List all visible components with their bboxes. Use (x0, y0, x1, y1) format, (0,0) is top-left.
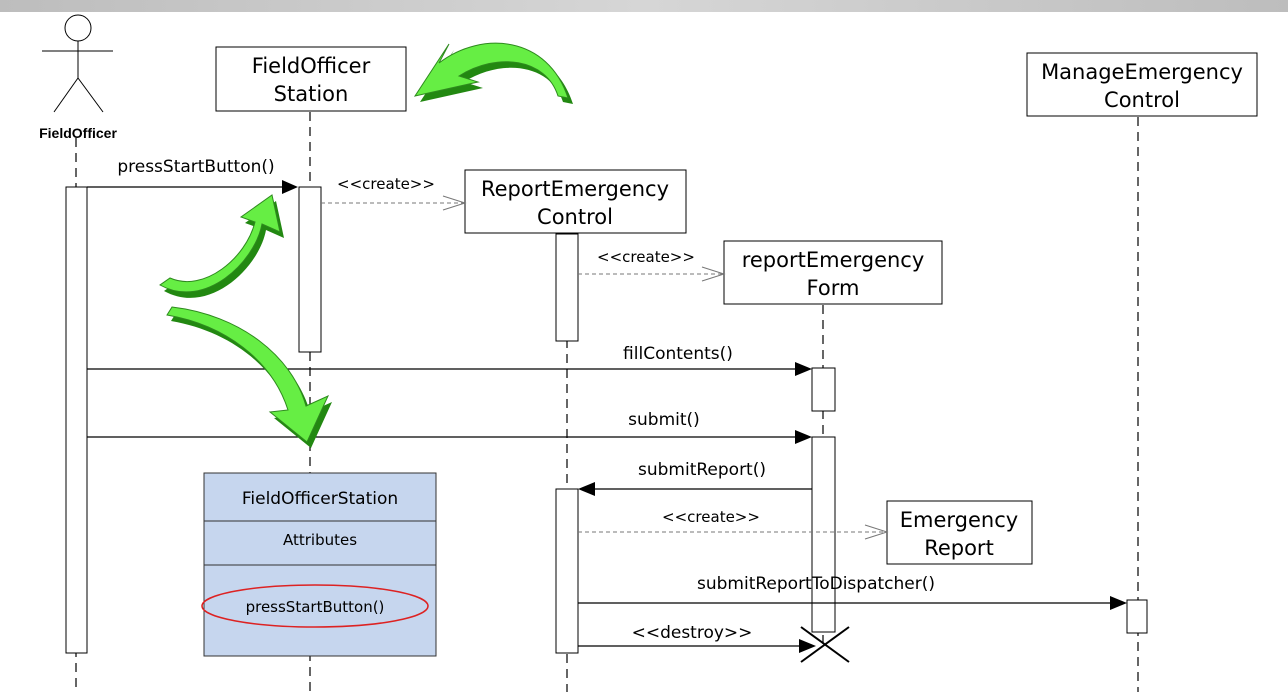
message-submit-to-dispatcher-label: submitReportToDispatcher() (697, 574, 935, 594)
message-fill-contents-label: fillContents() (623, 344, 733, 364)
object-manage-emergency-control-line2: Control (1104, 88, 1180, 112)
activation-form-2 (811, 436, 836, 633)
green-arrow-to-activation-icon (159, 194, 284, 298)
activation-form-1 (811, 367, 836, 412)
class-attributes-label: Attributes (283, 531, 357, 549)
message-create-report: <<create>> (578, 508, 889, 540)
green-arrow-to-class-box-icon (166, 306, 332, 448)
message-create-control-label: <<create>> (337, 175, 435, 193)
object-emergency-report[interactable]: Emergency Report (886, 500, 1033, 565)
message-submit: submit() (87, 410, 812, 444)
top-bar (0, 0, 1288, 12)
actor-head (64, 14, 92, 42)
message-submit-label: submit() (628, 410, 700, 430)
object-field-officer-station-line1: FieldOfficer (252, 54, 371, 78)
message-destroy: <<destroy>> (578, 623, 816, 653)
object-report-emergency-form-line2: Form (807, 276, 860, 300)
message-press-start-button: pressStartButton() (87, 157, 298, 194)
class-name: FieldOfficerStation (242, 489, 398, 509)
activation-report-control-2 (555, 488, 579, 654)
green-arrow-to-station-box-icon (413, 42, 573, 104)
object-field-officer-station-line2: Station (274, 82, 349, 106)
object-report-emergency-control[interactable]: ReportEmergency Control (464, 169, 687, 234)
object-report-emergency-control-line2: Control (537, 205, 613, 229)
destroy-x-icon (800, 626, 850, 663)
message-submit-report-label: submitReport() (638, 460, 766, 480)
object-report-emergency-control-line1: ReportEmergency (481, 177, 669, 201)
activation-report-control-1 (555, 233, 579, 342)
object-emergency-report-line1: Emergency (900, 508, 1018, 532)
activation-field-officer (65, 186, 88, 654)
message-fill-contents: fillContents() (87, 344, 812, 376)
message-submit-to-dispatcher: submitReportToDispatcher() (578, 574, 1127, 610)
operation-highlight (201, 584, 429, 628)
activation-field-officer-station (298, 186, 322, 353)
object-emergency-report-line2: Report (924, 536, 994, 560)
class-operation[interactable]: pressStartButton() (246, 598, 385, 616)
object-report-emergency-form[interactable]: reportEmergency Form (723, 240, 943, 305)
object-manage-emergency-control-line1: ManageEmergency (1041, 60, 1243, 84)
message-create-report-label: <<create>> (662, 508, 760, 526)
object-field-officer-station[interactable]: FieldOfficer Station (215, 46, 407, 112)
message-create-control: <<create>> (321, 175, 467, 211)
message-press-start-button-label: pressStartButton() (117, 157, 274, 177)
activation-manage-control (1126, 599, 1148, 634)
object-report-emergency-form-line1: reportEmergency (742, 248, 925, 272)
message-destroy-label: <<destroy>> (632, 623, 753, 643)
object-manage-emergency-control[interactable]: ManageEmergency Control (1026, 52, 1258, 117)
actor-name: FieldOfficer (39, 125, 117, 141)
actor-field-officer (42, 14, 113, 113)
message-create-form: <<create>> (578, 248, 726, 282)
message-create-form-label: <<create>> (597, 248, 695, 266)
class-box-field-officer-station[interactable]: FieldOfficerStation Attributes pressStar… (201, 472, 437, 657)
message-submit-report: submitReport() (578, 460, 812, 496)
